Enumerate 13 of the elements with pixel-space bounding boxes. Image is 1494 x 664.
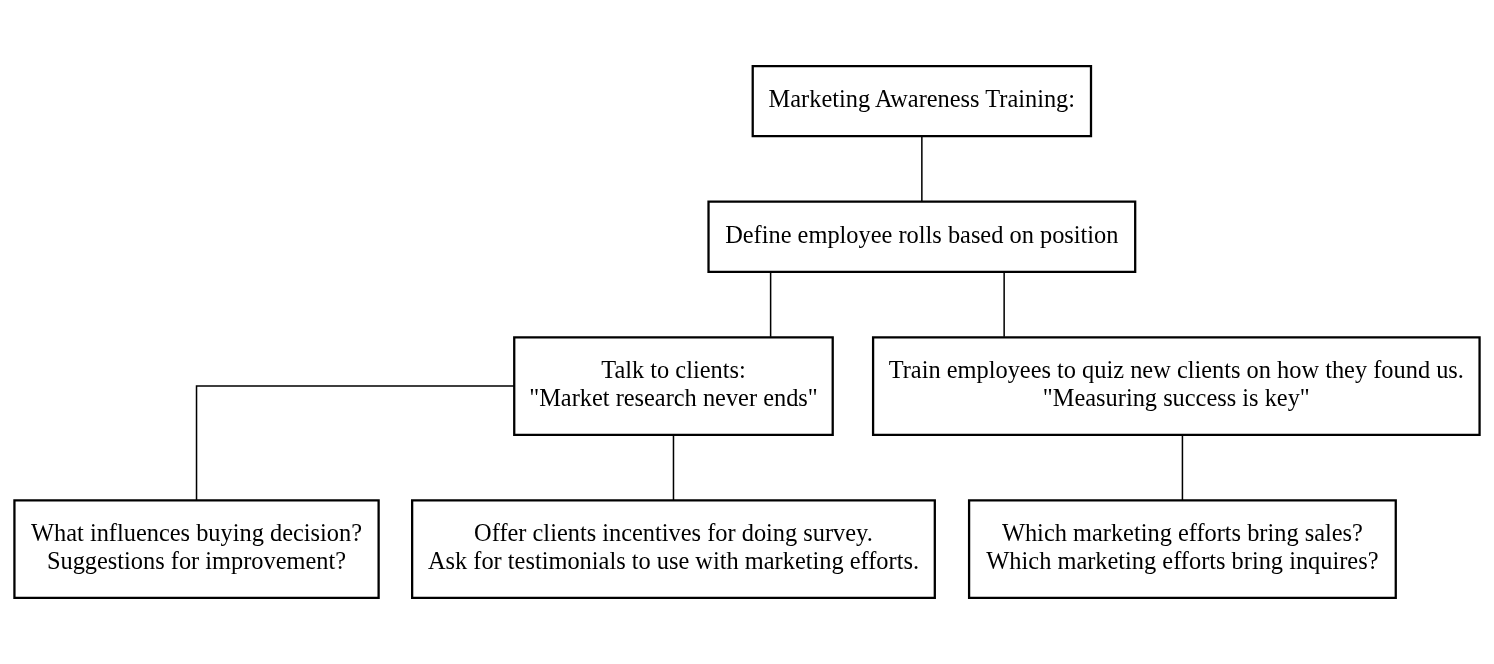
node-box: Which marketing efforts bring sales? Which marketing efforts bring inquires? [967, 499, 1397, 600]
connector [769, 271, 772, 338]
node-box: Define employee rolls based on position [707, 200, 1137, 273]
connector [1003, 271, 1005, 338]
node-box: Marketing Awareness Training: [751, 64, 1093, 138]
connector [1181, 434, 1184, 501]
connector [195, 385, 515, 501]
node-box: Talk to clients: "Market research never ends" [513, 336, 834, 436]
connector [672, 434, 675, 501]
node-box: Offer clients incentives for doing survey. Ask for testimonials to use with marketing efforts. [411, 499, 936, 600]
connector [921, 136, 923, 203]
node-box: Train employees to quiz new clients on how they found us. "Measuring success is key" [871, 336, 1481, 436]
node-box: What influences buying decision? Suggestions for improvement? [13, 499, 380, 600]
